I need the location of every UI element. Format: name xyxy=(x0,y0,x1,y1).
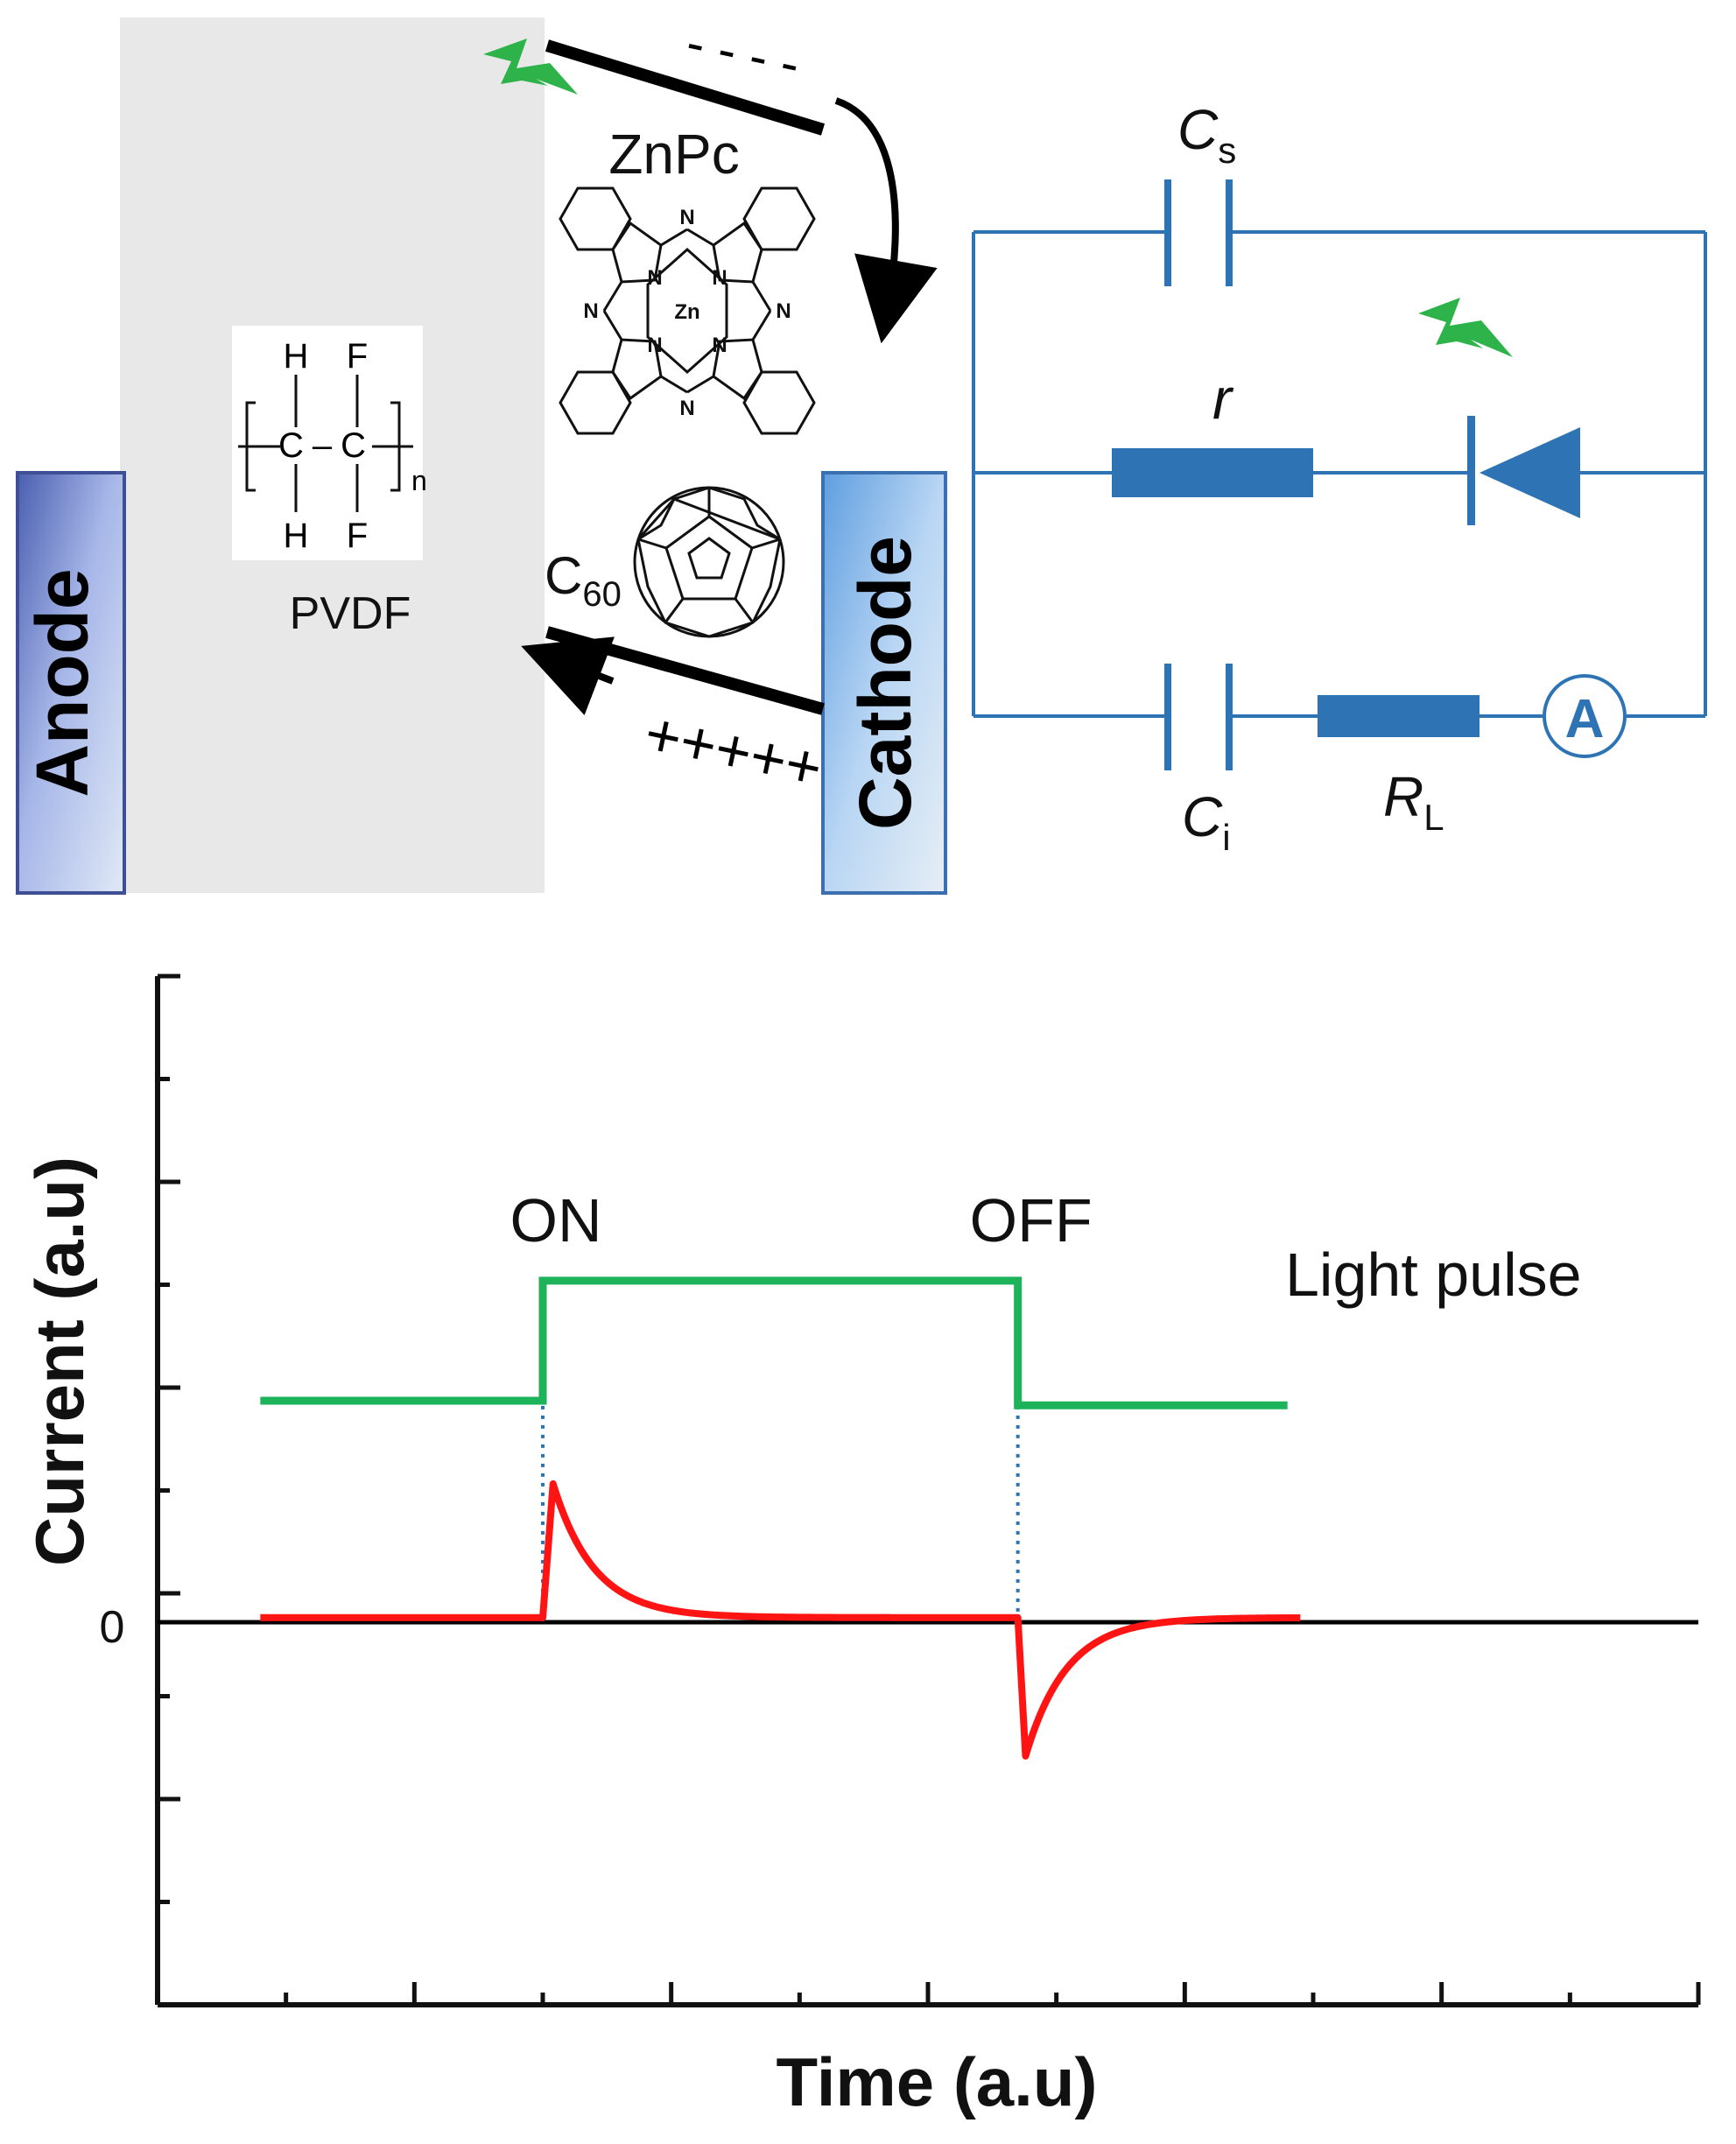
hole-transfer-arrow xyxy=(521,636,615,716)
chart-ticks xyxy=(158,974,1701,2007)
c60-label-sub: 60 xyxy=(582,575,622,614)
c60-label: C60 xyxy=(545,546,622,614)
pvdf-repeat-n: n xyxy=(411,465,427,496)
znpc-label: ZnPc xyxy=(608,123,739,186)
ammeter-label: A xyxy=(1565,689,1605,749)
capacitor-ci-label: Ci xyxy=(1182,785,1231,858)
marker-label-on: ON xyxy=(510,1186,602,1255)
pvdf-atom-f-top: F xyxy=(347,337,368,376)
lightning-bolt-icon-circuit xyxy=(1418,298,1513,357)
resistor-r xyxy=(1112,448,1313,497)
ci-sub: i xyxy=(1222,817,1230,858)
znpc-molecule xyxy=(559,186,816,435)
cs-letter: C xyxy=(1177,98,1219,161)
positive-charges: +++++ xyxy=(639,699,828,803)
resistor-rl xyxy=(1318,695,1479,737)
capacitor-cs-label: Cs xyxy=(1177,98,1236,171)
electron-transfer-arrow xyxy=(834,97,938,344)
y-zero-tick-label: 0 xyxy=(100,1602,125,1653)
photocurrent-line xyxy=(259,1480,1302,1760)
cathode-label: Cathode xyxy=(844,536,926,830)
circuit-labels: Cs r Ci RL A xyxy=(1177,98,1604,858)
x-axis-label: Time (a.u) xyxy=(777,2043,1098,2120)
znpc-n-top: N xyxy=(679,206,694,229)
capacitor-ci-plate-left xyxy=(1164,664,1171,770)
znpc-n-inner-tr: N xyxy=(712,266,727,290)
znpc-n-inner-tl: N xyxy=(647,266,662,290)
lumo-level-line xyxy=(545,39,826,136)
c60-label-main: C xyxy=(545,546,582,605)
capacitor-cs-plate-left xyxy=(1164,179,1171,286)
cathode-electrode: Cathode xyxy=(821,471,947,895)
negative-charges: - - - - xyxy=(681,13,805,95)
marker-label-off: OFF xyxy=(970,1186,1093,1255)
znpc-n-right: N xyxy=(776,299,791,323)
resistor-rl-label: RL xyxy=(1383,765,1444,838)
y-axis-label: Current (a.u) xyxy=(21,1156,98,1566)
chart-guides xyxy=(541,1280,1020,1622)
znpc-n-inner-br: N xyxy=(712,334,727,357)
ammeter-symbol xyxy=(1543,674,1627,758)
znpc-atom-labels: N N N N N N N N Zn xyxy=(583,206,791,420)
anode-electrode: Anode xyxy=(16,471,126,895)
current-time-chart: ON OFF Current (a.u) Time (a.u) 0 Light p… xyxy=(21,974,1701,2120)
photodiode-icon xyxy=(1467,416,1580,525)
znpc-n-left: N xyxy=(583,299,598,323)
chart-axes xyxy=(155,976,1698,2007)
znpc-zn: Zn xyxy=(674,300,699,324)
light-pulse-line xyxy=(260,1276,1288,1409)
rl-sub: L xyxy=(1423,797,1444,838)
chart-series xyxy=(259,1276,1302,1760)
chart-markers: ON OFF xyxy=(510,1186,1093,1255)
series-label-light-pulse: Light pulse xyxy=(1285,1241,1582,1309)
resistor-r-label: r xyxy=(1212,366,1234,431)
znpc-n-bottom: N xyxy=(679,397,694,420)
lightning-bolt-icon xyxy=(483,39,578,95)
pvdf-label: PVDF xyxy=(290,588,411,639)
pvdf-atom-h-top: H xyxy=(284,337,309,376)
pvdf-backbone: C–C xyxy=(278,426,375,465)
capacitor-ci-plate-right xyxy=(1226,664,1233,770)
ci-letter: C xyxy=(1182,785,1223,848)
rl-letter: R xyxy=(1383,765,1423,828)
pvdf-structure: H F C–C n H F xyxy=(232,326,427,560)
pvdf-atom-h-bottom: H xyxy=(284,517,309,555)
anode-label: Anode xyxy=(21,568,103,797)
c60-buckyball xyxy=(633,486,785,638)
equivalent-circuit xyxy=(972,179,1707,770)
cs-sub: s xyxy=(1218,130,1236,171)
znpc-n-inner-bl: N xyxy=(647,334,662,357)
device-schematic: Anode Cathode H F C–C n H F PVDF xyxy=(16,13,947,895)
pvdf-atom-f-bottom: F xyxy=(347,517,368,555)
capacitor-cs-plate-right xyxy=(1226,179,1233,286)
